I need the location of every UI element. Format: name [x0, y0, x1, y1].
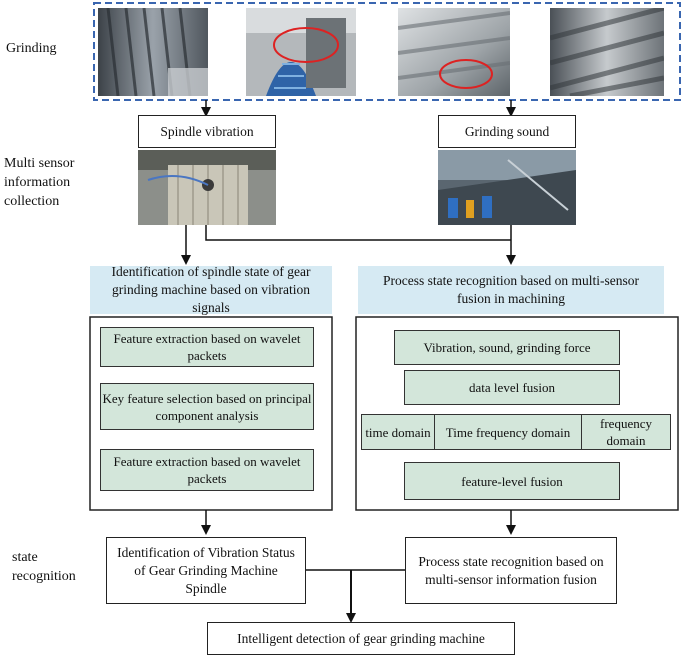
left-step-1: Feature extraction based on wavelet pack…: [100, 327, 314, 367]
left-result-box: Identification of Vibration Status of Ge…: [106, 537, 306, 604]
label-multi-sensor: Multi sensor information collection: [4, 156, 75, 209]
gear-photo-highlight: [398, 8, 510, 96]
time-domain-text: time domain: [365, 424, 431, 440]
right-branch-frame: [355, 316, 679, 511]
right-branch-header: Process state recognition based on multi…: [358, 266, 664, 314]
left-step-2-text: Key feature selection based on principal…: [102, 390, 312, 423]
spindle-vibration-box: Spindle vibration: [138, 115, 276, 148]
final-result-text: Intelligent detection of gear grinding m…: [237, 630, 485, 646]
time-frequency-domain-text: Time frequency domain: [445, 424, 571, 440]
left-branch-header-text: Identification of spindle state of gear …: [111, 264, 311, 315]
left-result-text: Identification of Vibration Status of Ge…: [117, 544, 295, 596]
time-frequency-domain-box: Time frequency domain: [434, 414, 582, 450]
spindle-vibration-label: Spindle vibration: [160, 123, 254, 139]
label-state-recognition: state recognition: [12, 550, 76, 584]
left-step-3-text: Feature extraction based on wavelet pack…: [113, 454, 301, 486]
right-result-text: Process state recognition based on multi…: [418, 553, 604, 587]
left-branch-frame: [89, 316, 333, 511]
spindle-photo-highlight: [246, 8, 356, 96]
spindle-vibration-photo: [138, 150, 276, 225]
left-step-1-text: Feature extraction based on wavelet pack…: [113, 331, 301, 363]
feature-level-fusion-text: feature-level fusion: [461, 473, 563, 489]
feature-level-fusion-box: feature-level fusion: [404, 462, 620, 500]
grinding-sound-box: Grinding sound: [438, 115, 576, 148]
left-step-3: Feature extraction based on wavelet pack…: [100, 449, 314, 491]
label-grinding: Grinding: [6, 41, 57, 56]
right-branch-header-text: Process state recognition based on multi…: [382, 273, 640, 306]
right-result-box: Process state recognition based on multi…: [405, 537, 617, 604]
frequency-domain-text: frequency domain: [600, 416, 652, 448]
gear-photo-1: [98, 8, 208, 96]
grinding-sound-photo: [438, 150, 576, 225]
link-vibration-to-right: [205, 225, 511, 241]
gear-photo-4: [550, 8, 664, 96]
data-level-fusion-text: data level fusion: [469, 380, 555, 395]
frequency-domain-box: frequency domain: [581, 414, 671, 450]
left-step-2: Key feature selection based on principal…: [100, 383, 314, 430]
grinding-sound-label: Grinding sound: [464, 123, 550, 139]
data-level-fusion-box: data level fusion: [404, 370, 620, 405]
final-result-box: Intelligent detection of gear grinding m…: [207, 622, 515, 655]
grinding-dashed-frame: [93, 2, 681, 101]
left-branch-header: Identification of spindle state of gear …: [90, 264, 332, 315]
right-signals-text: Vibration, sound, grinding force: [423, 340, 591, 355]
right-signals-box: Vibration, sound, grinding force: [394, 330, 620, 365]
time-domain-box: time domain: [361, 414, 435, 450]
